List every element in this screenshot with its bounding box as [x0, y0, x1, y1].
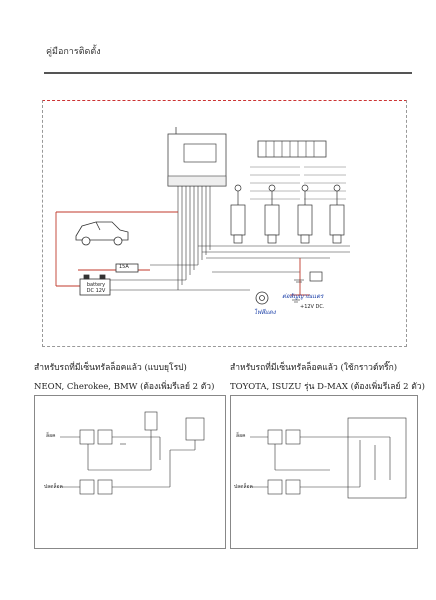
control-unit: [167, 127, 227, 187]
right-relay-label-lock: ล็อค: [236, 433, 246, 439]
battery-icon: [79, 274, 111, 296]
right-relay-label-unlock: ปลดล็อค: [234, 484, 253, 490]
left-section-title: สำหรับรถที่มีเซ็นทรัลล็อคแล้ว (แบบยุโรป): [34, 363, 187, 373]
horn-label: ไฟสีแดง: [254, 309, 276, 316]
actuator-3: [297, 184, 313, 244]
battery-label: battery DC 12V: [83, 282, 109, 294]
battery-label-line1: battery: [86, 282, 106, 288]
right-sub-diagram: [250, 417, 407, 499]
battery-label-line2: DC 12V: [86, 288, 106, 294]
actuator-4: [329, 184, 345, 244]
main-diagram-frame: [42, 100, 407, 347]
fuse-icon: [115, 263, 139, 273]
horn-icon: [255, 291, 269, 305]
connector-block: [250, 140, 346, 200]
header-rule: [44, 72, 412, 74]
page-title: คู่มือการติดตั้ง: [46, 47, 101, 57]
ground-symbols: [292, 279, 304, 303]
handwritten-note: ต่อสัญญาณแตร: [282, 293, 324, 300]
fuse-label: 15A: [119, 264, 129, 270]
left-section-frame: [34, 395, 226, 549]
right-section-title: สำหรับรถที่มีเซ็นทรัลล็อคแล้ว (ใช้กราวด์…: [230, 363, 398, 373]
left-sub-diagram: [60, 411, 205, 495]
power-relay-icon: [309, 271, 323, 282]
right-section-frame: [230, 395, 418, 549]
left-relay-label-unlock: ปลดล็อค: [44, 484, 63, 490]
actuator-1: [230, 184, 246, 244]
wire-harness: [100, 186, 350, 291]
left-relay-label-lock: ล็อค: [46, 433, 56, 439]
left-section-subtitle: NEON, Cherokee, BMW (ต้องเพิ่มรีเลย์ 2 ต…: [34, 382, 215, 392]
actuator-2: [264, 184, 280, 244]
car-icon: [75, 221, 129, 246]
power-label: +12V DC.: [300, 304, 325, 310]
right-section-subtitle: TOYOTA, ISUZU รุ่น D-MAX (ต้องเพิ่มรีเลย…: [230, 382, 425, 392]
